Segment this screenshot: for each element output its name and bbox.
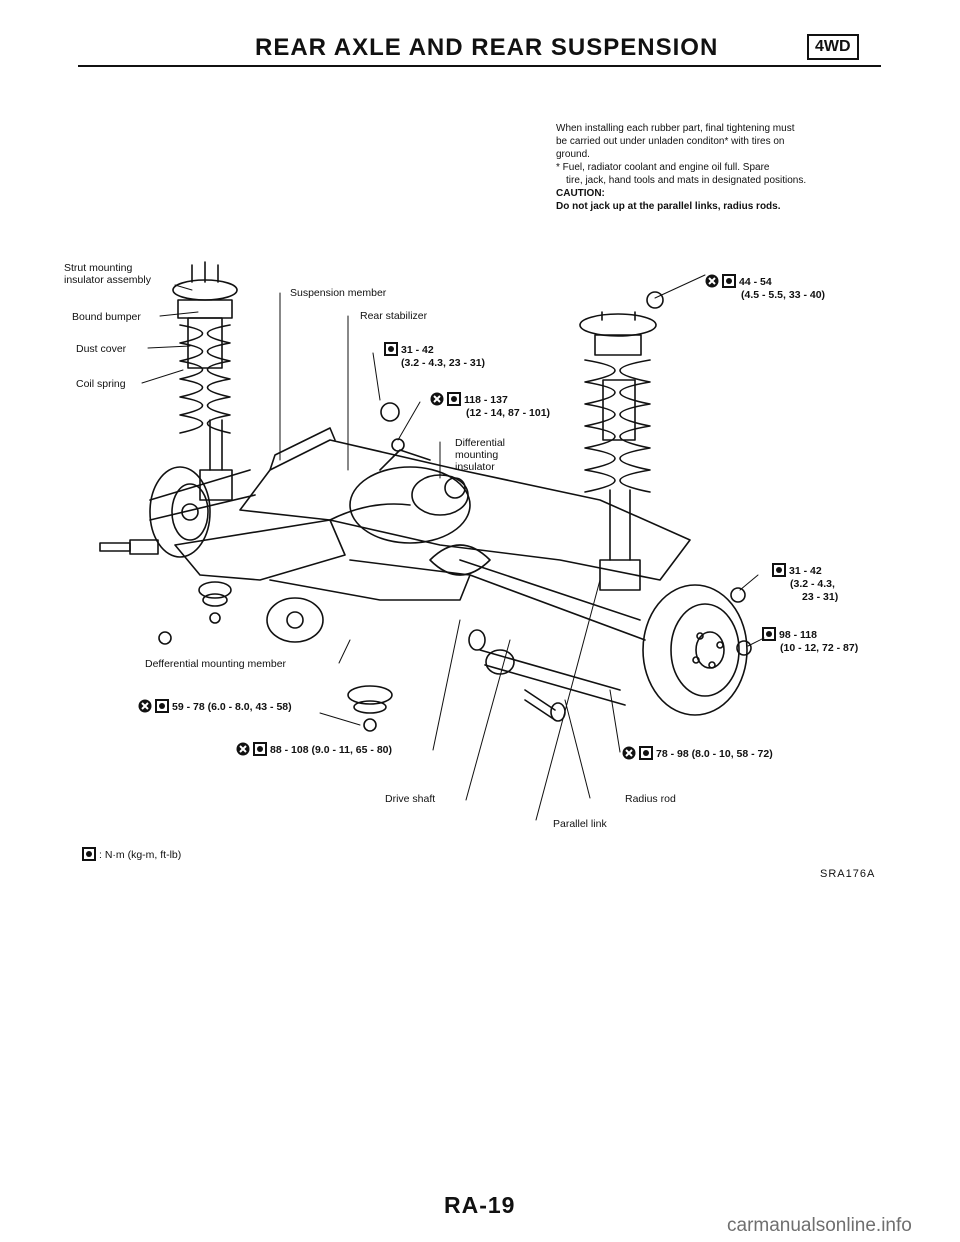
- label-strut-mounting: Strut mounting insulator assembly: [64, 262, 151, 286]
- torque-value: (3.2 - 4.3,: [790, 578, 835, 590]
- torque-hub: 98 - 118 (10 - 12, 72 - 87): [762, 627, 858, 655]
- torque-wrench-icon: [253, 742, 267, 756]
- note-line: ground.: [556, 149, 590, 160]
- wrench-replace-icon: [236, 742, 250, 756]
- wrench-replace-icon: [705, 274, 719, 288]
- right-strut: [579, 311, 657, 591]
- torque-value: 118 - 137: [464, 394, 508, 406]
- torque-radius-rod: 78 - 98 (8.0 - 10, 58 - 72): [622, 746, 773, 761]
- torque-differential-bottom: 88 - 108 (9.0 - 11, 65 - 80): [236, 742, 392, 757]
- installation-note: When installing each rubber part, final …: [556, 122, 896, 213]
- torque-stabilizer: 31 - 42 (3.2 - 4.3, 23 - 31): [384, 342, 485, 370]
- label-differential-member: Defferential mounting member: [145, 658, 287, 670]
- torque-member: 118 - 137 (12 - 14, 87 - 101): [430, 392, 550, 420]
- left-hub: [149, 466, 211, 558]
- torque-differential-left: 59 - 78 (6.0 - 8.0, 43 - 58): [138, 699, 292, 714]
- torque-value: (3.2 - 4.3, 23 - 31): [401, 357, 486, 369]
- wrench-replace-icon: [622, 746, 636, 760]
- left-lower-arm: [174, 519, 471, 643]
- label-line: mounting: [455, 449, 499, 461]
- torque-value: 78 - 98 (8.0 - 10, 58 - 72): [656, 748, 773, 760]
- torque-value: 88 - 108 (9.0 - 11, 65 - 80): [270, 744, 392, 756]
- torque-value: (10 - 12, 72 - 87): [780, 642, 859, 654]
- right-drive-shaft: [429, 544, 646, 706]
- label-coil-spring: Coil spring: [76, 378, 126, 390]
- label-dust-cover: Dust cover: [76, 343, 127, 355]
- label-parallel-link: Parallel link: [553, 818, 607, 830]
- torque-value: 98 - 118: [779, 629, 817, 641]
- leader-lines: [141, 274, 765, 821]
- torque-value: 31 - 42: [789, 565, 822, 577]
- label-line: Strut mounting: [64, 262, 133, 274]
- label-differential-insulator: Differential mounting insulator: [455, 437, 505, 473]
- torque-value: 31 - 42: [401, 344, 434, 356]
- right-drum: [642, 584, 748, 716]
- torque-wrench-icon: [762, 627, 776, 641]
- header-rule: [78, 65, 881, 67]
- left-strut: [172, 261, 238, 501]
- note-line: be carried out under unladen conditon* w…: [556, 136, 785, 147]
- label-line: insulator assembly: [64, 274, 151, 286]
- torque-value: (4.5 - 5.5, 33 - 40): [741, 289, 826, 301]
- suspension-member: [149, 427, 691, 581]
- legend-text: : N·m (kg-m, ft-lb): [99, 849, 182, 861]
- note-line: tire, jack, hand tools and mats in desig…: [566, 175, 807, 186]
- note-line: When installing each rubber part, final …: [556, 123, 795, 134]
- page-title: REAR AXLE AND REAR SUSPENSION: [255, 34, 719, 61]
- torque-value: (12 - 14, 87 - 101): [466, 407, 551, 419]
- torque-wrench-icon: [639, 746, 653, 760]
- label-suspension-member: Suspension member: [290, 287, 387, 299]
- wrench-replace-icon: [138, 699, 152, 713]
- caution-text: Do not jack up at the parallel links, ra…: [556, 201, 781, 212]
- torque-wrench-icon: [82, 847, 96, 861]
- torque-strut-top: 44 - 54 (4.5 - 5.5, 33 - 40): [705, 274, 825, 302]
- torque-wrench-icon: [772, 563, 786, 577]
- torque-wrench-icon: [447, 392, 461, 406]
- torque-value: 23 - 31): [802, 591, 839, 603]
- torque-value: 44 - 54: [739, 276, 772, 288]
- label-bound-bumper: Bound bumper: [72, 311, 141, 323]
- page-number: RA-19: [444, 1192, 516, 1218]
- label-line: insulator: [455, 461, 495, 473]
- label-rear-stabilizer: Rear stabilizer: [360, 310, 428, 322]
- drivetrain-badge: 4WD: [807, 34, 859, 60]
- label-line: Differential: [455, 437, 505, 449]
- torque-wrench-icon: [155, 699, 169, 713]
- note-line: * Fuel, radiator coolant and engine oil …: [556, 162, 770, 173]
- caution-title: CAUTION:: [556, 188, 605, 199]
- label-drive-shaft: Drive shaft: [385, 793, 436, 805]
- wrench-replace-icon: [430, 392, 444, 406]
- torque-legend: : N·m (kg-m, ft-lb): [82, 847, 181, 861]
- torque-wrench-icon: [384, 342, 398, 356]
- figure-code: SRA176A: [820, 868, 876, 880]
- label-radius-rod: Radius rod: [625, 793, 676, 805]
- torque-value: 59 - 78 (6.0 - 8.0, 43 - 58): [172, 701, 292, 713]
- differential: [329, 449, 471, 544]
- watermark: carmanualsonline.info: [727, 1215, 912, 1236]
- torque-wrench-icon: [722, 274, 736, 288]
- torque-right-stabilizer: 31 - 42 (3.2 - 4.3, 23 - 31): [772, 563, 838, 604]
